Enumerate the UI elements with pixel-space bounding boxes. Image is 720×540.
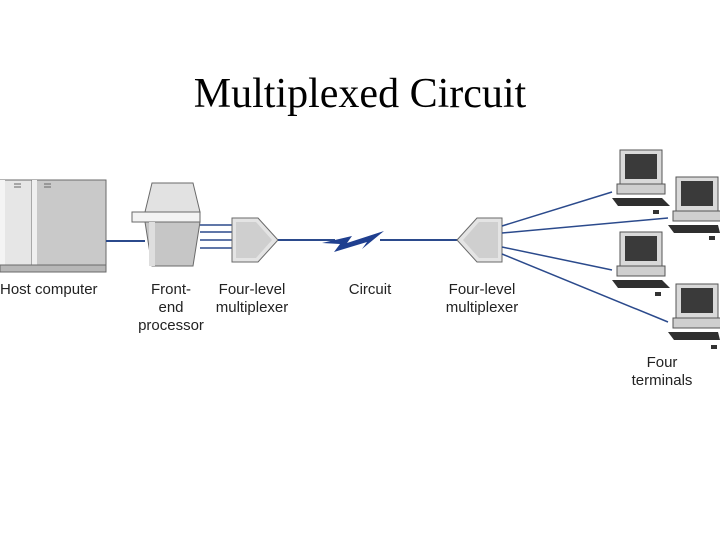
host-computer-label: Host computer	[0, 281, 98, 298]
left-mux-label-line2: multiplexer	[215, 299, 289, 316]
terminal-icon	[668, 283, 720, 349]
links-mux-to-terminals	[501, 191, 669, 323]
left-multiplexer-icon	[231, 217, 279, 263]
front-end-label-line3: processor	[138, 317, 204, 334]
right-multiplexer-icon	[456, 217, 503, 263]
terminals-label-line1: Four	[646, 354, 678, 371]
front-end-processor-label: Front- end processor	[132, 281, 210, 335]
terminal-icon	[612, 231, 670, 296]
circuit-label: Circuit	[348, 281, 392, 298]
links-frontend-to-mux	[200, 224, 236, 249]
right-mux-label-line2: multiplexer	[445, 299, 519, 316]
slide-title: Multiplexed Circuit	[193, 71, 527, 117]
terminal-icon	[612, 149, 670, 214]
circuit-lightning-icon	[322, 231, 384, 252]
right-mux-label-line1: Four-level	[448, 281, 516, 298]
terminals-label-line2: terminals	[631, 372, 693, 389]
terminals-label: Four terminals	[622, 354, 702, 390]
front-end-label-line1: Front-	[150, 281, 191, 298]
left-mux-label-line1: Four-level	[218, 281, 286, 298]
terminal-icon	[668, 176, 720, 240]
left-multiplexer-label: Four-level multiplexer	[208, 281, 296, 317]
front-end-processor-icon	[131, 182, 201, 267]
host-computer-icon	[0, 179, 107, 273]
right-multiplexer-label: Four-level multiplexer	[438, 281, 526, 317]
front-end-label-line2: end	[158, 299, 184, 316]
